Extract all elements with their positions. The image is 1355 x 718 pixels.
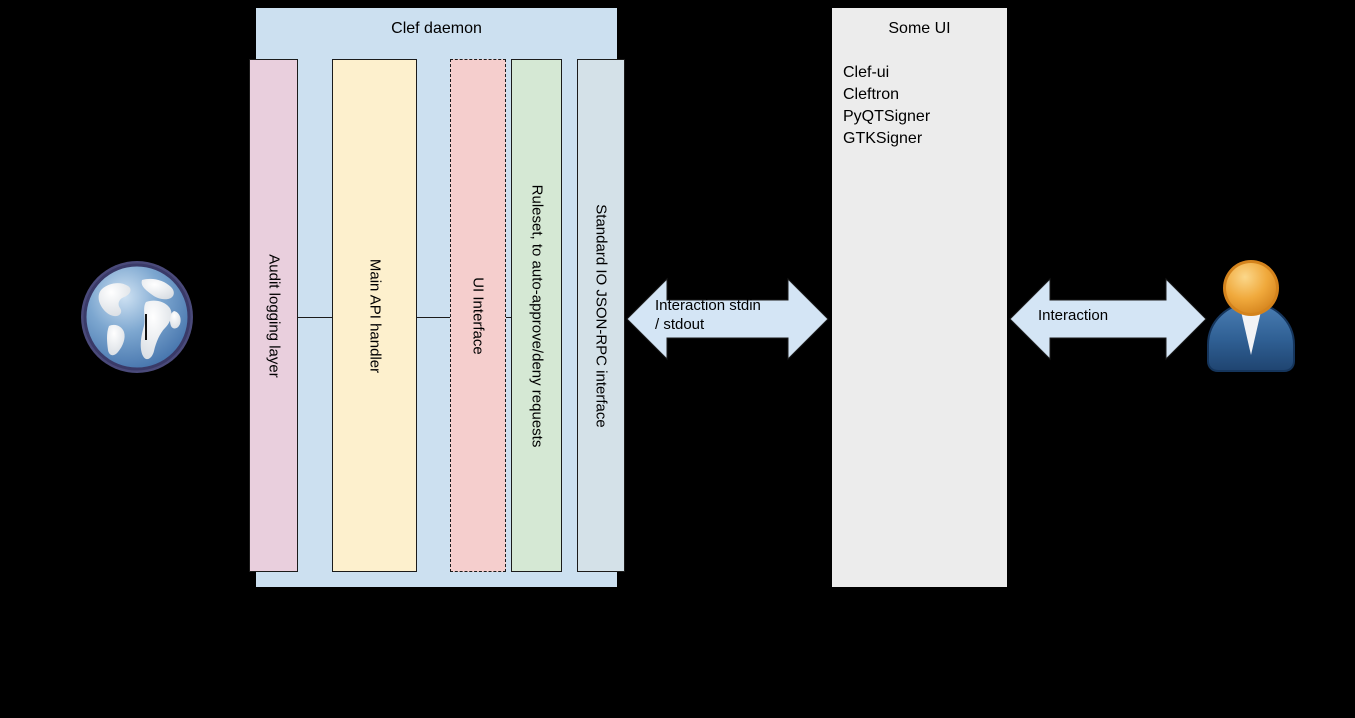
connector-audit-api bbox=[298, 317, 333, 318]
arrow-interaction-label-line1: Interaction bbox=[1038, 307, 1109, 324]
some-ui-title: Some UI bbox=[888, 20, 951, 37]
column-ruleset-label: Ruleset, to auto-approve/deny requests bbox=[528, 184, 545, 447]
column-ruleset[interactable]: Ruleset, to auto-approve/deny requests bbox=[511, 59, 562, 572]
column-main-api-handler[interactable]: Main API handler bbox=[332, 59, 417, 572]
some-ui-list: Clef-ui Cleftron PyQTSigner GTKSigner bbox=[843, 62, 1003, 150]
connector-ui-ruleset bbox=[505, 317, 512, 318]
arrow-interaction-label: Interaction bbox=[1038, 306, 1178, 325]
column-ui-interface[interactable]: UI Interface bbox=[450, 59, 506, 572]
column-stdio-label: Standard IO JSON-RPC interface bbox=[592, 203, 610, 428]
column-audit-label: Audit logging layer bbox=[265, 253, 282, 378]
arrow-stdin-stdout bbox=[626, 277, 829, 361]
column-standard-io-jsonrpc[interactable]: Standard IO JSON-RPC interface bbox=[577, 59, 625, 572]
column-audit-logging-layer[interactable]: Audit logging layer bbox=[249, 59, 298, 572]
arrow-stdin-stdout-label-line1: Interaction stdin bbox=[655, 297, 761, 314]
arrow-interaction bbox=[1009, 277, 1207, 361]
user-icon bbox=[1202, 255, 1300, 373]
list-item: PyQTSigner bbox=[843, 108, 931, 125]
arrow-stdin-stdout-label: Interaction stdin / stdout bbox=[655, 296, 805, 334]
clef-daemon-title: Clef daemon bbox=[391, 20, 482, 37]
some-ui-panel bbox=[832, 8, 1007, 587]
list-item: GTKSigner bbox=[843, 130, 923, 147]
list-item: Cleftron bbox=[843, 86, 900, 103]
connector-api-ui bbox=[417, 317, 451, 318]
column-api-label: Main API handler bbox=[366, 258, 383, 373]
arrow-stdin-stdout-label-line2: / stdout bbox=[655, 316, 705, 333]
globe-icon bbox=[76, 256, 198, 378]
list-item: Clef-ui bbox=[843, 64, 890, 81]
clef-daemon-container bbox=[256, 8, 617, 587]
column-ui-label: UI Interface bbox=[469, 276, 487, 355]
